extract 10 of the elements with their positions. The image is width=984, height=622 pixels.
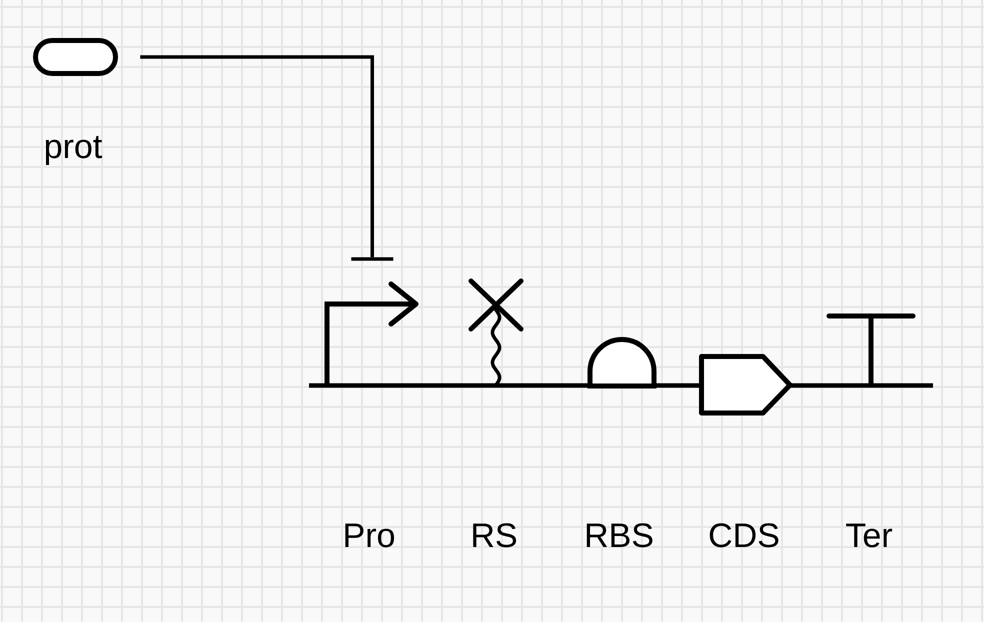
part-label: CDS (710, 523, 778, 548)
terminator-glyph (826, 314, 916, 386)
part-label: Ter (846, 524, 892, 548)
promoter-glyph (324, 282, 418, 386)
dome-glyph (588, 337, 656, 388)
part-label: Pro (345, 524, 394, 548)
inhibition-line (140, 55, 394, 261)
part-label: RBS (586, 523, 652, 548)
part-label: prot (46, 136, 102, 166)
part-label: RS (473, 523, 516, 548)
